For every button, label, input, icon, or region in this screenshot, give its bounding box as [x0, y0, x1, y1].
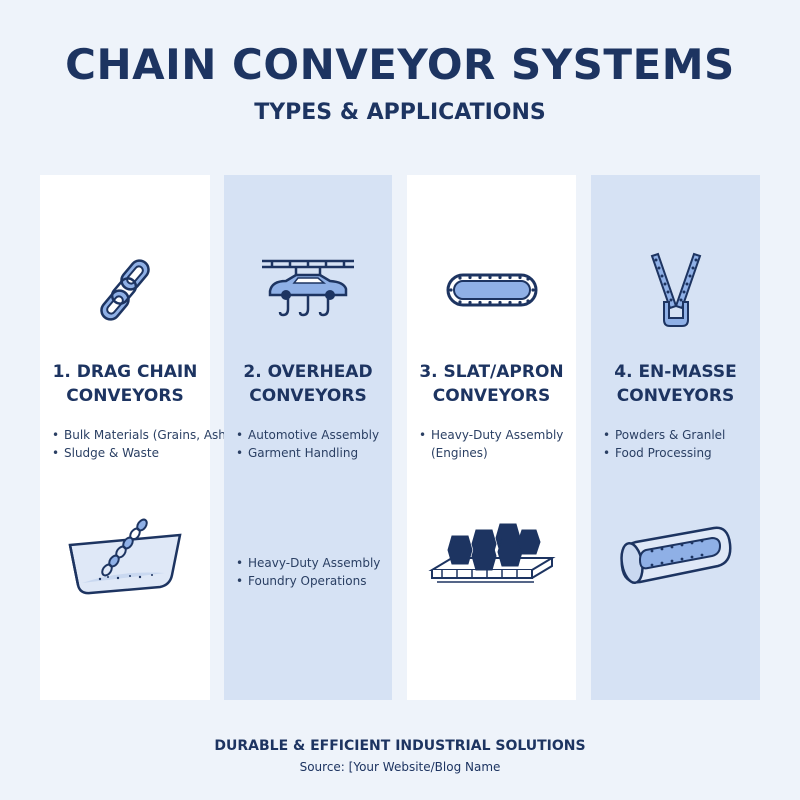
application-list: Heavy-Duty Assembly (Engines): [419, 426, 572, 462]
column-heading: 1. DRAG CHAIN CONVEYORS: [52, 362, 198, 406]
list-item: Heavy-Duty Assembly: [236, 554, 388, 572]
application-list: Automotive Assembly Garment Handling: [236, 426, 388, 462]
list-item: Garment Handling: [236, 444, 388, 462]
column-slat-apron: 3. SLAT/APRON CONVEYORS Heavy-Duty Assem…: [407, 175, 576, 700]
v-chain-bucket-icon: [591, 250, 760, 330]
column-overhead: 2. OVERHEAD CONVEYORS Automotive Assembl…: [224, 175, 392, 700]
overhead-car-hooks-icon: [224, 250, 392, 330]
list-item: Powders & Granlel: [603, 426, 756, 444]
list-item: Automotive Assembly: [236, 426, 388, 444]
drag-trough-icon: [40, 515, 210, 605]
list-item: Foundry Operations: [236, 572, 388, 590]
application-list: Bulk Materials (Grains, Ash) Sludge & Wa…: [52, 426, 231, 462]
footer-tagline: DURABLE & EFFICIENT INDUSTRIAL SOLUTIONS: [214, 738, 586, 754]
source-credit: Source: [Your Website/Blog Name: [299, 760, 501, 774]
column-drag-chain: 1. DRAG CHAIN CONVEYORS Bulk Materials (…: [40, 175, 231, 700]
enclosed-tube-icon: [591, 515, 760, 605]
list-item: Sludge & Waste: [52, 444, 206, 462]
list-item: (Engines): [431, 446, 488, 460]
application-list: Powders & Granlel Food Processing: [603, 426, 756, 462]
column-heading: 4. EN-MASSE CONVEYORS: [614, 362, 737, 406]
list-item: Heavy-Duty Assembly: [419, 426, 572, 444]
column-en-masse: 4. EN-MASSE CONVEYORS Powders & Granlel …: [591, 175, 760, 700]
list-item: Food Processing: [603, 444, 756, 462]
list-item: Bulk Materials (Grains, Ash): [52, 426, 231, 444]
page-subtitle: TYPES & APPLICATIONS: [254, 100, 546, 125]
slat-blocks-icon: [407, 515, 576, 605]
column-heading: 3. SLAT/APRON CONVEYORS: [419, 362, 564, 406]
page-title: CHAIN CONVEYOR SYSTEMS: [65, 40, 735, 89]
chain-link-icon: [40, 250, 210, 330]
slat-belt-loop-icon: [407, 250, 576, 330]
column-heading: 2. OVERHEAD CONVEYORS: [243, 362, 373, 406]
application-list-secondary: Heavy-Duty Assembly Foundry Operations: [236, 554, 388, 590]
